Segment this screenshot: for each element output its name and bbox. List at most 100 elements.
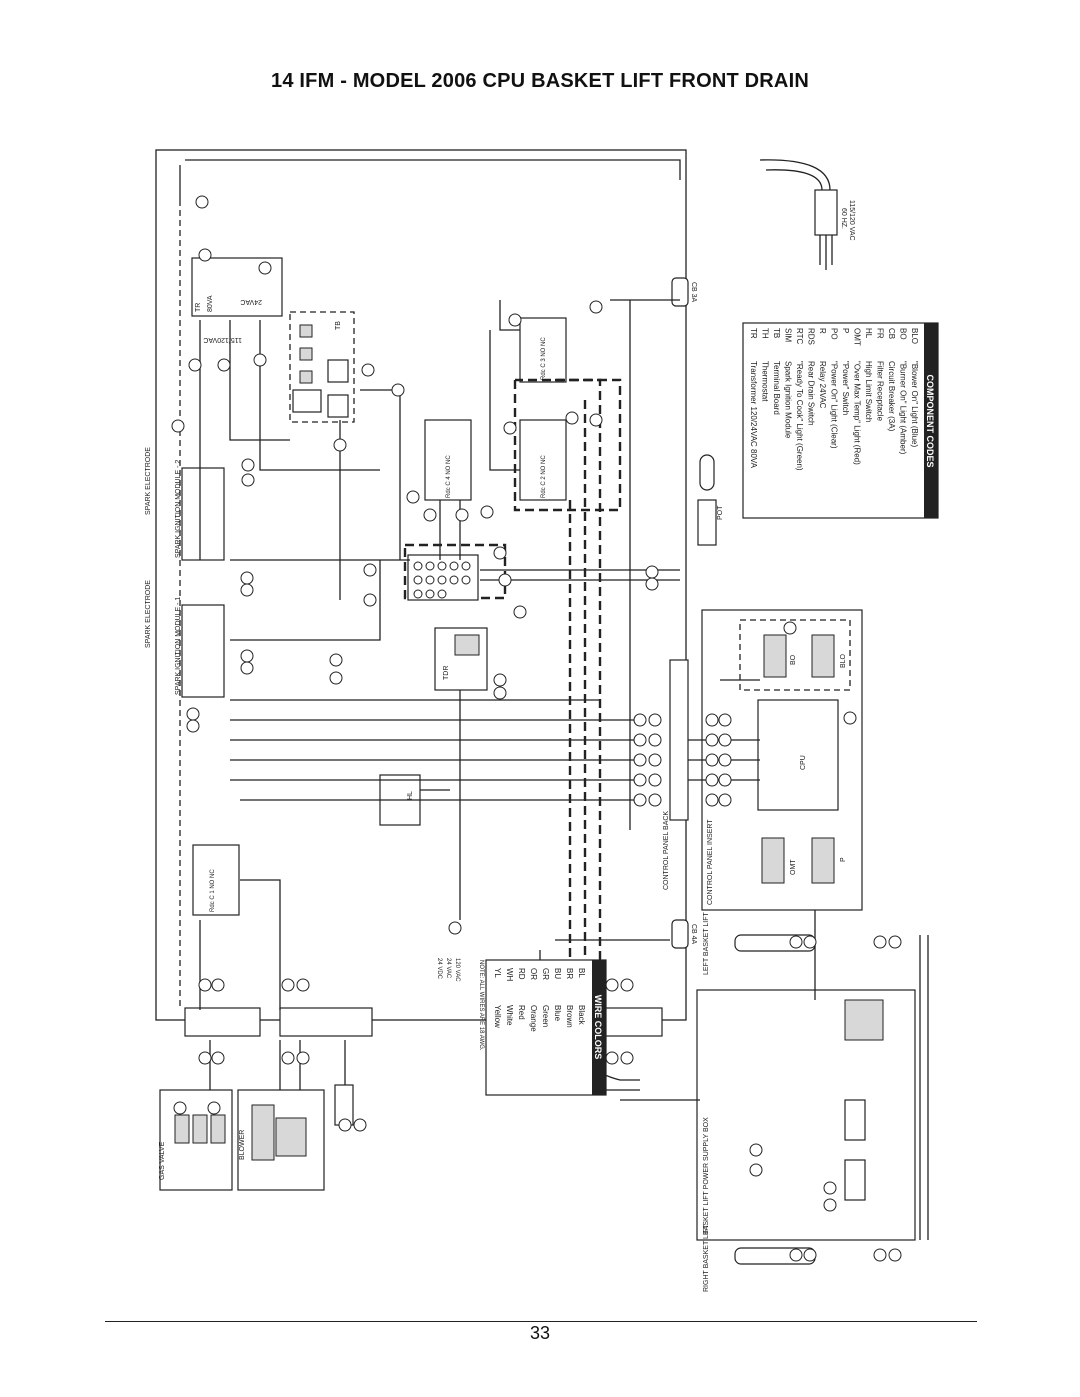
wire-color-name: Orange (529, 1005, 538, 1032)
transformer-secondary: 24VAC (240, 298, 262, 305)
component-desc: "Ready To Cook" Light (Green) (795, 361, 804, 471)
wire-code: WH (505, 968, 514, 982)
cpu-label: CPU (800, 755, 807, 770)
wire-colors-heading: WIRE COLORS (593, 995, 603, 1060)
wire-voltage: 24 VAC (445, 958, 451, 979)
wire-code: OR (529, 968, 538, 980)
wire-color-name: Green (541, 1005, 550, 1027)
circuit-breaker-bottom (671, 919, 689, 949)
terminal-strip-1 (184, 1007, 261, 1037)
component-code: PO (830, 328, 839, 340)
transformer-label: TR (195, 303, 202, 312)
p-label: P (840, 857, 847, 862)
component-desc: Relay 24VAC (818, 361, 827, 409)
blower-label: BLOWER (239, 1130, 246, 1160)
basket-lift-box-label: BASKET LIFT POWER SUPPLY BOX (703, 1117, 710, 1235)
cpu (757, 699, 839, 811)
right-basket-lift-label: RIGHT BASKET LIFT (703, 1224, 710, 1292)
relay-1 (192, 844, 240, 916)
relay-4-label: Rdc C 4 NO NC (446, 455, 452, 498)
gas-valve-label: GAS VALVE (159, 1141, 166, 1180)
component-desc: "Blower On" Light (Blue) (910, 361, 919, 447)
cabinet-outline (155, 149, 687, 1021)
relay-2 (519, 419, 567, 501)
component-desc: Rear Drain Switch (807, 361, 816, 425)
page-title: 14 IFM - MODEL 2006 CPU BASKET LIFT FRON… (271, 70, 809, 92)
component-codes-heading: COMPONENT CODES (925, 374, 935, 467)
terminal-strip-2 (279, 1007, 373, 1037)
component-code: HL (864, 328, 873, 339)
wire-color-name: Black (577, 1005, 586, 1026)
component-code: TH (761, 328, 770, 339)
power-switch (811, 837, 835, 884)
component-code: FR (876, 328, 885, 339)
component-desc: High Limit Switch (864, 361, 873, 422)
component-code: SIM (784, 328, 793, 343)
omt-label: OMT (790, 859, 797, 875)
spark-module-1 (181, 604, 225, 698)
breaker-bottom-label: CB 4A (690, 924, 697, 945)
component-desc: "Burner On" Light (Amber) (899, 361, 908, 455)
component-desc: Terminal Board (772, 361, 781, 415)
component-code: BLO (910, 328, 919, 344)
wire-code: BU (553, 968, 562, 979)
relay-4 (424, 419, 472, 501)
bo-label: BO (790, 654, 797, 665)
omt-light (761, 837, 785, 884)
spark-electrode-2: SPARK ELECTRODE (145, 447, 152, 515)
component-code: RTC (795, 328, 804, 345)
wire-code: GR (541, 968, 550, 980)
relay-3 (519, 317, 567, 383)
component-code: CB (887, 328, 896, 339)
spark-electrode-1: SPARK ELECTRODE (145, 580, 152, 648)
component-code: RDS (807, 328, 816, 345)
circuit-breaker-top (671, 277, 689, 307)
terminal-board-label: TB (335, 321, 342, 330)
blo-light (811, 634, 835, 678)
wire-color-name: White (505, 1005, 514, 1026)
spark-module-2-label: SPARK IGNITION MODULE - 2 (175, 460, 182, 558)
wire-code: BR (565, 968, 574, 979)
left-basket-lift-label: LEFT BASKET LIFT (703, 912, 710, 975)
wire-note: NOTE: ALL WIRES ARE 18 AWG. (478, 960, 484, 1051)
component-desc: Transformer 120/24VAC 80VA (749, 361, 758, 469)
hl-label: HL (407, 791, 414, 800)
wire-voltage: 24 VDC (436, 958, 442, 980)
tdr-label: TDR (443, 666, 450, 680)
left-basket-lift-actuator (734, 934, 816, 952)
terminal-board (289, 311, 355, 423)
wire-code: RD (517, 968, 526, 980)
relay-2-label: Rdc C 2 NO NC (541, 455, 547, 498)
control-panel-back-label: CONTROL PANEL BACK (663, 811, 670, 890)
power-plug (814, 189, 838, 236)
component-code: TR (749, 328, 758, 339)
component-code: TB (772, 328, 781, 338)
component-desc: Filter Receptacle (876, 361, 885, 422)
component-desc: "Power" Switch (841, 361, 850, 415)
breaker-top-label: CB 3A (690, 282, 697, 303)
component-code: P (841, 328, 850, 333)
blo-label: BLO (840, 653, 847, 668)
wire-color-name: Yellow (493, 1005, 502, 1028)
footer-rule (105, 1321, 977, 1322)
supply-label-1: 115/120 VAC (848, 200, 855, 241)
wire-code: BL (577, 968, 586, 978)
component-desc: Circuit Breaker (3A) (887, 361, 896, 432)
pot-label: POT (717, 505, 724, 520)
component-code: R (818, 328, 827, 334)
component-code: BO (899, 328, 908, 340)
wire-colors-table: WIRE COLORS BLBlackBRBrownBUBlueGRGreenO… (436, 958, 607, 1096)
page-number: 33 (529, 1323, 551, 1343)
right-basket-lift-actuator (734, 1247, 816, 1265)
relay-1-label: Rdc C 1 NO NC (210, 869, 216, 912)
wire-color-name: Red (517, 1005, 526, 1020)
transformer-rating: 80VA (207, 295, 214, 312)
component-codes-table: COMPONENT CODES BLO "Blower On" Light (Bl… (742, 322, 939, 519)
spark-module-2 (181, 467, 225, 561)
control-panel-insert-label: CONTROL PANEL INSERT (707, 819, 714, 905)
component-desc: "Power On" Light (Clear) (830, 361, 839, 449)
transformer-primary: 115/120VAC (203, 336, 242, 343)
component-code: OMT (853, 328, 862, 346)
component-desc: "Over Max Temp" Light (Red) (853, 361, 862, 465)
